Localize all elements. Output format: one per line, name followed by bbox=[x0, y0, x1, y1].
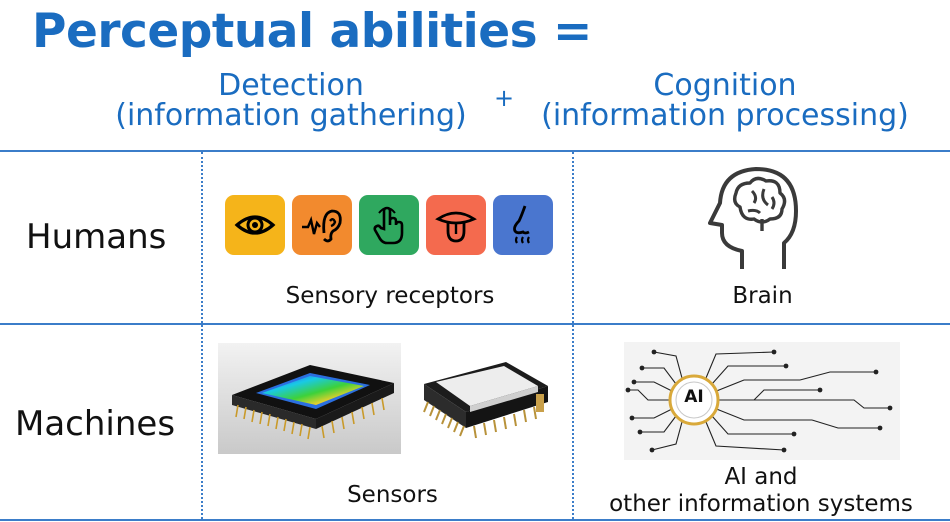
column-divider-right bbox=[572, 152, 574, 519]
ai-circuit-image bbox=[624, 342, 900, 460]
caption-ai-line2: other information systems bbox=[609, 491, 913, 517]
row-label-humans: Humans bbox=[26, 217, 167, 257]
column-divider-left bbox=[201, 152, 203, 519]
caption-ai-systems: AI and other information systems bbox=[580, 464, 942, 518]
cognition-header: Cognition (information processing) bbox=[520, 71, 930, 131]
ear-icon bbox=[302, 209, 342, 243]
sense-touch-tile bbox=[359, 195, 419, 255]
cognition-subtitle: (information processing) bbox=[541, 98, 909, 133]
caption-sensors: Sensors bbox=[347, 482, 438, 508]
sense-smell-tile bbox=[493, 195, 553, 255]
tongue-icon bbox=[435, 211, 477, 243]
brain-head-icon bbox=[708, 167, 798, 269]
image-sensor-chip-image bbox=[218, 343, 401, 454]
caption-sensory-receptors: Sensory receptors bbox=[285, 283, 495, 309]
detection-title: Detection bbox=[218, 68, 364, 103]
sense-hearing-tile bbox=[292, 195, 352, 255]
detection-header: Detection (information gathering) bbox=[92, 71, 490, 131]
caption-brain: Brain bbox=[732, 283, 793, 309]
table-top-divider bbox=[0, 150, 950, 152]
table-bottom-divider bbox=[0, 519, 950, 521]
eye-icon bbox=[234, 215, 276, 235]
sense-sight-tile bbox=[225, 195, 285, 255]
sense-taste-tile bbox=[426, 195, 486, 255]
row-label-machines: Machines bbox=[15, 404, 176, 444]
plus-sign: + bbox=[494, 84, 515, 112]
detection-subtitle: (information gathering) bbox=[115, 98, 467, 133]
row-divider bbox=[0, 323, 950, 325]
caption-ai-line1: AI and bbox=[724, 464, 798, 490]
sensor-module-image bbox=[423, 362, 548, 439]
page-title: Perceptual abilities = bbox=[32, 4, 592, 59]
touch-hand-icon bbox=[373, 206, 404, 245]
cognition-title: Cognition bbox=[653, 68, 797, 103]
nose-icon bbox=[513, 205, 530, 244]
ai-badge-label: AI bbox=[684, 387, 704, 407]
